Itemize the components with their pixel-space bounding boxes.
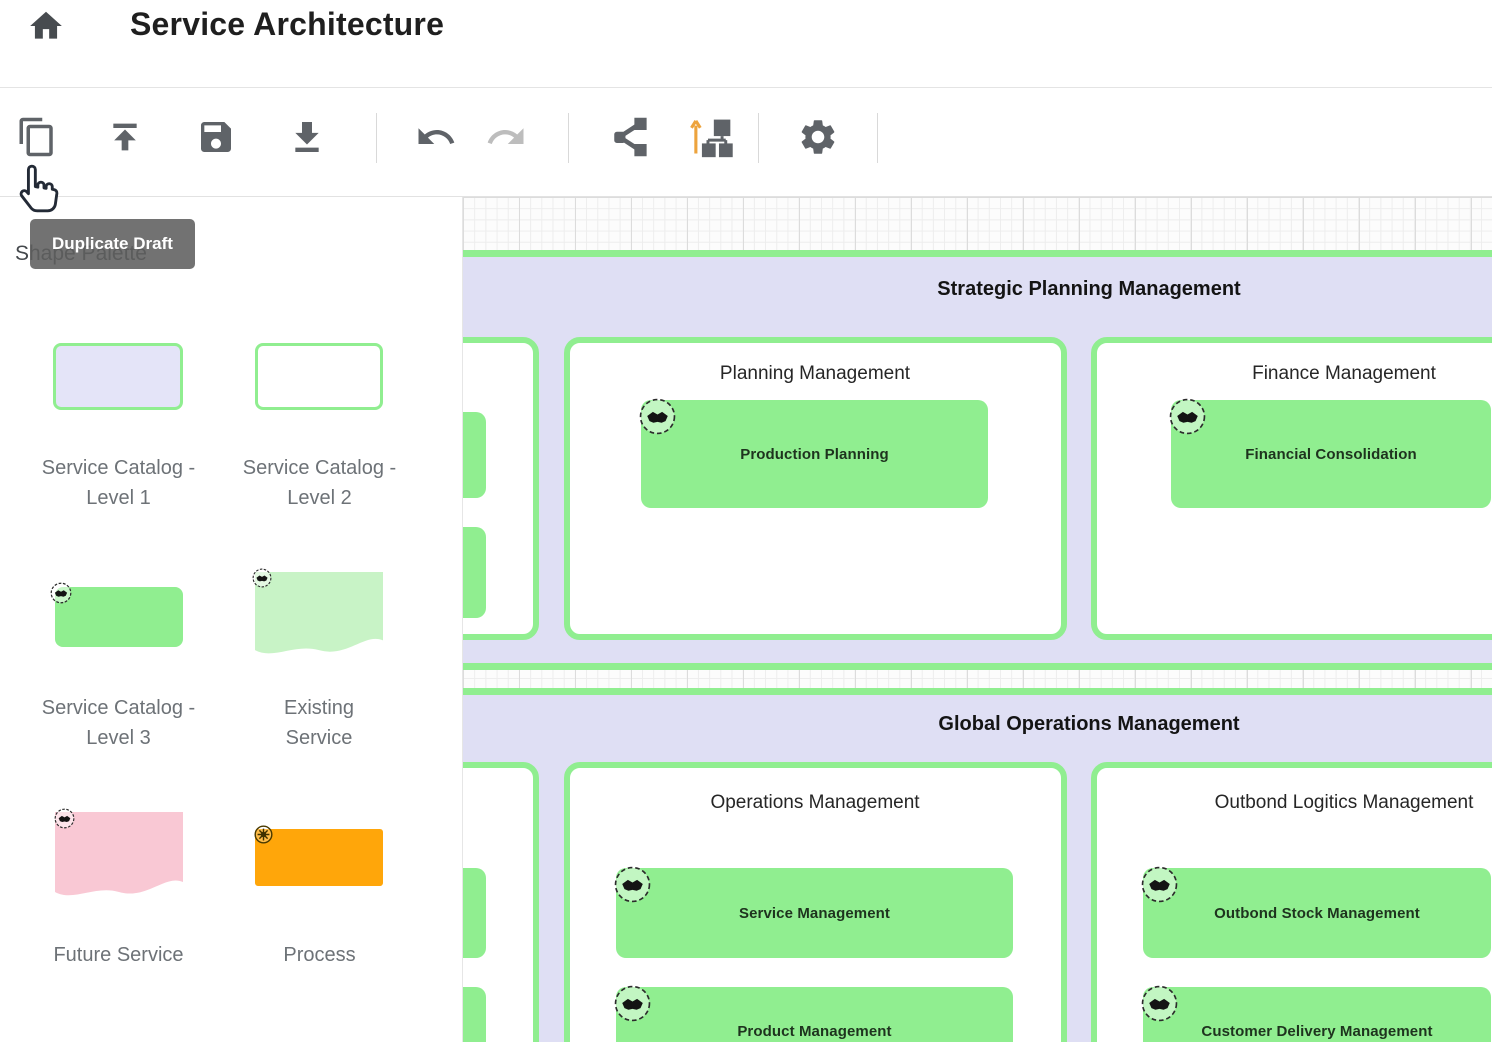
service-label: Production Planning [740, 445, 889, 463]
palette-shape-future-service[interactable] [55, 812, 183, 900]
palette-shape-service-catalog-level-3[interactable] [55, 587, 183, 647]
tooltip: Duplicate Draft [30, 219, 195, 269]
hierarchy-upload-icon [690, 115, 734, 162]
service-label: Customer Delivery Management [1201, 1022, 1433, 1040]
service-label: Financial Consolidation [1245, 445, 1417, 463]
process-gear-icon [254, 825, 273, 849]
home-icon [27, 7, 65, 50]
business-role-icon [614, 866, 651, 903]
service-box-outbond-stock-management[interactable]: Outbond Stock Management [1141, 866, 1491, 958]
container-title: Strategic Planning Management [937, 278, 1241, 300]
home-button[interactable] [24, 6, 68, 50]
service-box-product-management[interactable]: Product Management [614, 985, 1013, 1042]
palette-label-service-catalog-level-1: Service Catalog - Level 1 [41, 457, 196, 509]
page-title: Service Architecture [130, 6, 445, 42]
palette-shape-existing-service[interactable] [255, 572, 383, 658]
share-button[interactable] [607, 111, 653, 165]
service-box-production-planning[interactable]: Production Planning [639, 398, 988, 508]
diagram-canvas[interactable]: Strategic Planning Management Planning M… [462, 197, 1492, 1042]
palette-label-service-catalog-level-2: Service Catalog - Level 2 [242, 457, 397, 509]
business-role-icon [1141, 985, 1178, 1022]
group-title: Operations Management [710, 792, 920, 813]
redo-icon [485, 116, 527, 161]
container-title: Global Operations Management [938, 713, 1240, 735]
save-icon [196, 117, 236, 160]
service-box-service-management[interactable]: Service Management [614, 866, 1013, 958]
toolbar-separator [568, 113, 569, 163]
undo-button[interactable] [413, 111, 459, 165]
palette-label-future-service: Future Service [53, 944, 184, 966]
group-title: Planning Management [719, 363, 911, 384]
service-box-partial[interactable] [463, 868, 486, 958]
upload-hierarchy-button[interactable] [689, 111, 735, 165]
service-box-partial[interactable] [463, 412, 486, 498]
palette-shape-process[interactable] [255, 829, 383, 886]
service-label: Outbond Stock Management [1214, 904, 1420, 922]
undo-icon [415, 116, 457, 161]
settings-gear-icon [797, 116, 839, 161]
app-header: Service Architecture [0, 0, 1492, 88]
service-box-customer-delivery-management[interactable]: Customer Delivery Management [1141, 985, 1491, 1042]
service-box-partial[interactable] [463, 987, 486, 1042]
upload-button[interactable] [102, 111, 148, 165]
business-role-icon [1141, 866, 1178, 903]
palette-shape-service-catalog-level-2[interactable] [255, 343, 383, 410]
toolbar-separator [376, 113, 377, 163]
duplicate-icon [16, 116, 58, 161]
duplicate-draft-button[interactable] [14, 111, 60, 165]
service-label: Service Management [738, 904, 891, 922]
palette-label-service-catalog-level-3: Service Catalog - Level 3 [41, 697, 196, 749]
settings-button[interactable] [795, 111, 841, 165]
save-button[interactable] [193, 111, 239, 165]
toolbar-separator [758, 113, 759, 163]
palette-shape-service-catalog-level-1[interactable] [53, 343, 183, 410]
business-role-icon [54, 808, 75, 834]
business-role-icon [1169, 398, 1206, 435]
palette-label-existing-service: Existing Service [283, 697, 355, 749]
group-title: Finance Management [1252, 363, 1436, 384]
business-role-icon [614, 985, 651, 1022]
group-title: Outbond Logitics Management [1214, 792, 1474, 813]
business-role-icon [639, 398, 676, 435]
download-icon [287, 117, 327, 160]
service-box-financial-consolidation[interactable]: Financial Consolidation [1169, 398, 1491, 508]
redo-button[interactable] [483, 111, 529, 165]
share-icon [609, 116, 651, 161]
service-label: Product Management [737, 1022, 892, 1040]
upload-icon [105, 117, 145, 160]
business-role-icon [50, 582, 72, 609]
palette-label-process: Process [283, 944, 356, 966]
toolbar-separator [877, 113, 878, 163]
business-role-icon [252, 568, 272, 593]
service-box-partial[interactable] [463, 527, 486, 618]
download-button[interactable] [284, 111, 330, 165]
toolbar [0, 89, 1492, 197]
